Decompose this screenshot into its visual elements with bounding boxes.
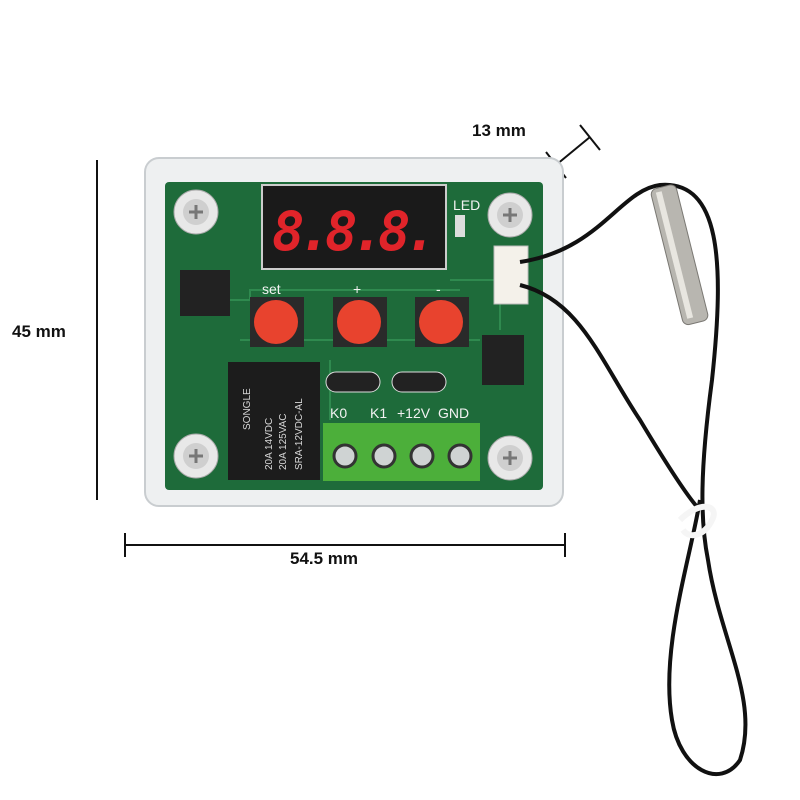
screw-icon bbox=[487, 435, 533, 481]
display-digits: 8.8.8. bbox=[272, 200, 437, 263]
relay-brand: SONGLE bbox=[242, 388, 253, 430]
button-label-minus: - bbox=[436, 281, 441, 297]
status-led bbox=[455, 215, 465, 237]
set-button[interactable] bbox=[250, 297, 304, 347]
plus-button[interactable] bbox=[333, 297, 387, 347]
diode-d2 bbox=[391, 371, 447, 393]
terminal-screws[interactable] bbox=[332, 443, 473, 469]
width-label: 54.5 mm bbox=[290, 549, 358, 568]
relay bbox=[228, 362, 320, 480]
screw-icon bbox=[173, 433, 219, 479]
relay-model: SRA-12VDC-AL bbox=[294, 398, 305, 470]
diode-d1 bbox=[325, 371, 381, 393]
led-label: LED bbox=[453, 197, 480, 213]
button-label-plus: + bbox=[353, 281, 361, 297]
voltage-regulator bbox=[482, 335, 524, 385]
terminal-label-k1: K1 bbox=[370, 405, 387, 421]
temperature-probe bbox=[650, 184, 709, 326]
width-dimension bbox=[124, 533, 566, 557]
depth-label: 13 mm bbox=[472, 121, 526, 140]
terminal-label-k0: K0 bbox=[330, 405, 347, 421]
relay-rating-2: 20A 125VAC bbox=[278, 413, 289, 470]
screw-icon bbox=[173, 189, 219, 235]
button-label-set: set bbox=[262, 281, 281, 297]
screws bbox=[173, 189, 533, 481]
minus-button[interactable] bbox=[415, 297, 469, 347]
sensor-cable bbox=[519, 182, 748, 777]
seven-segment-display bbox=[261, 184, 447, 270]
ic-chip bbox=[180, 270, 230, 316]
relay-rating-1: 20A 14VDC bbox=[264, 418, 275, 470]
screw-icon bbox=[487, 192, 533, 238]
cable-tie bbox=[677, 503, 717, 539]
terminal-label-gnd: GND bbox=[438, 405, 469, 421]
terminal-label-12v: +12V bbox=[397, 405, 431, 421]
height-label: 45 mm bbox=[12, 322, 66, 341]
sensor-connector bbox=[493, 245, 529, 305]
